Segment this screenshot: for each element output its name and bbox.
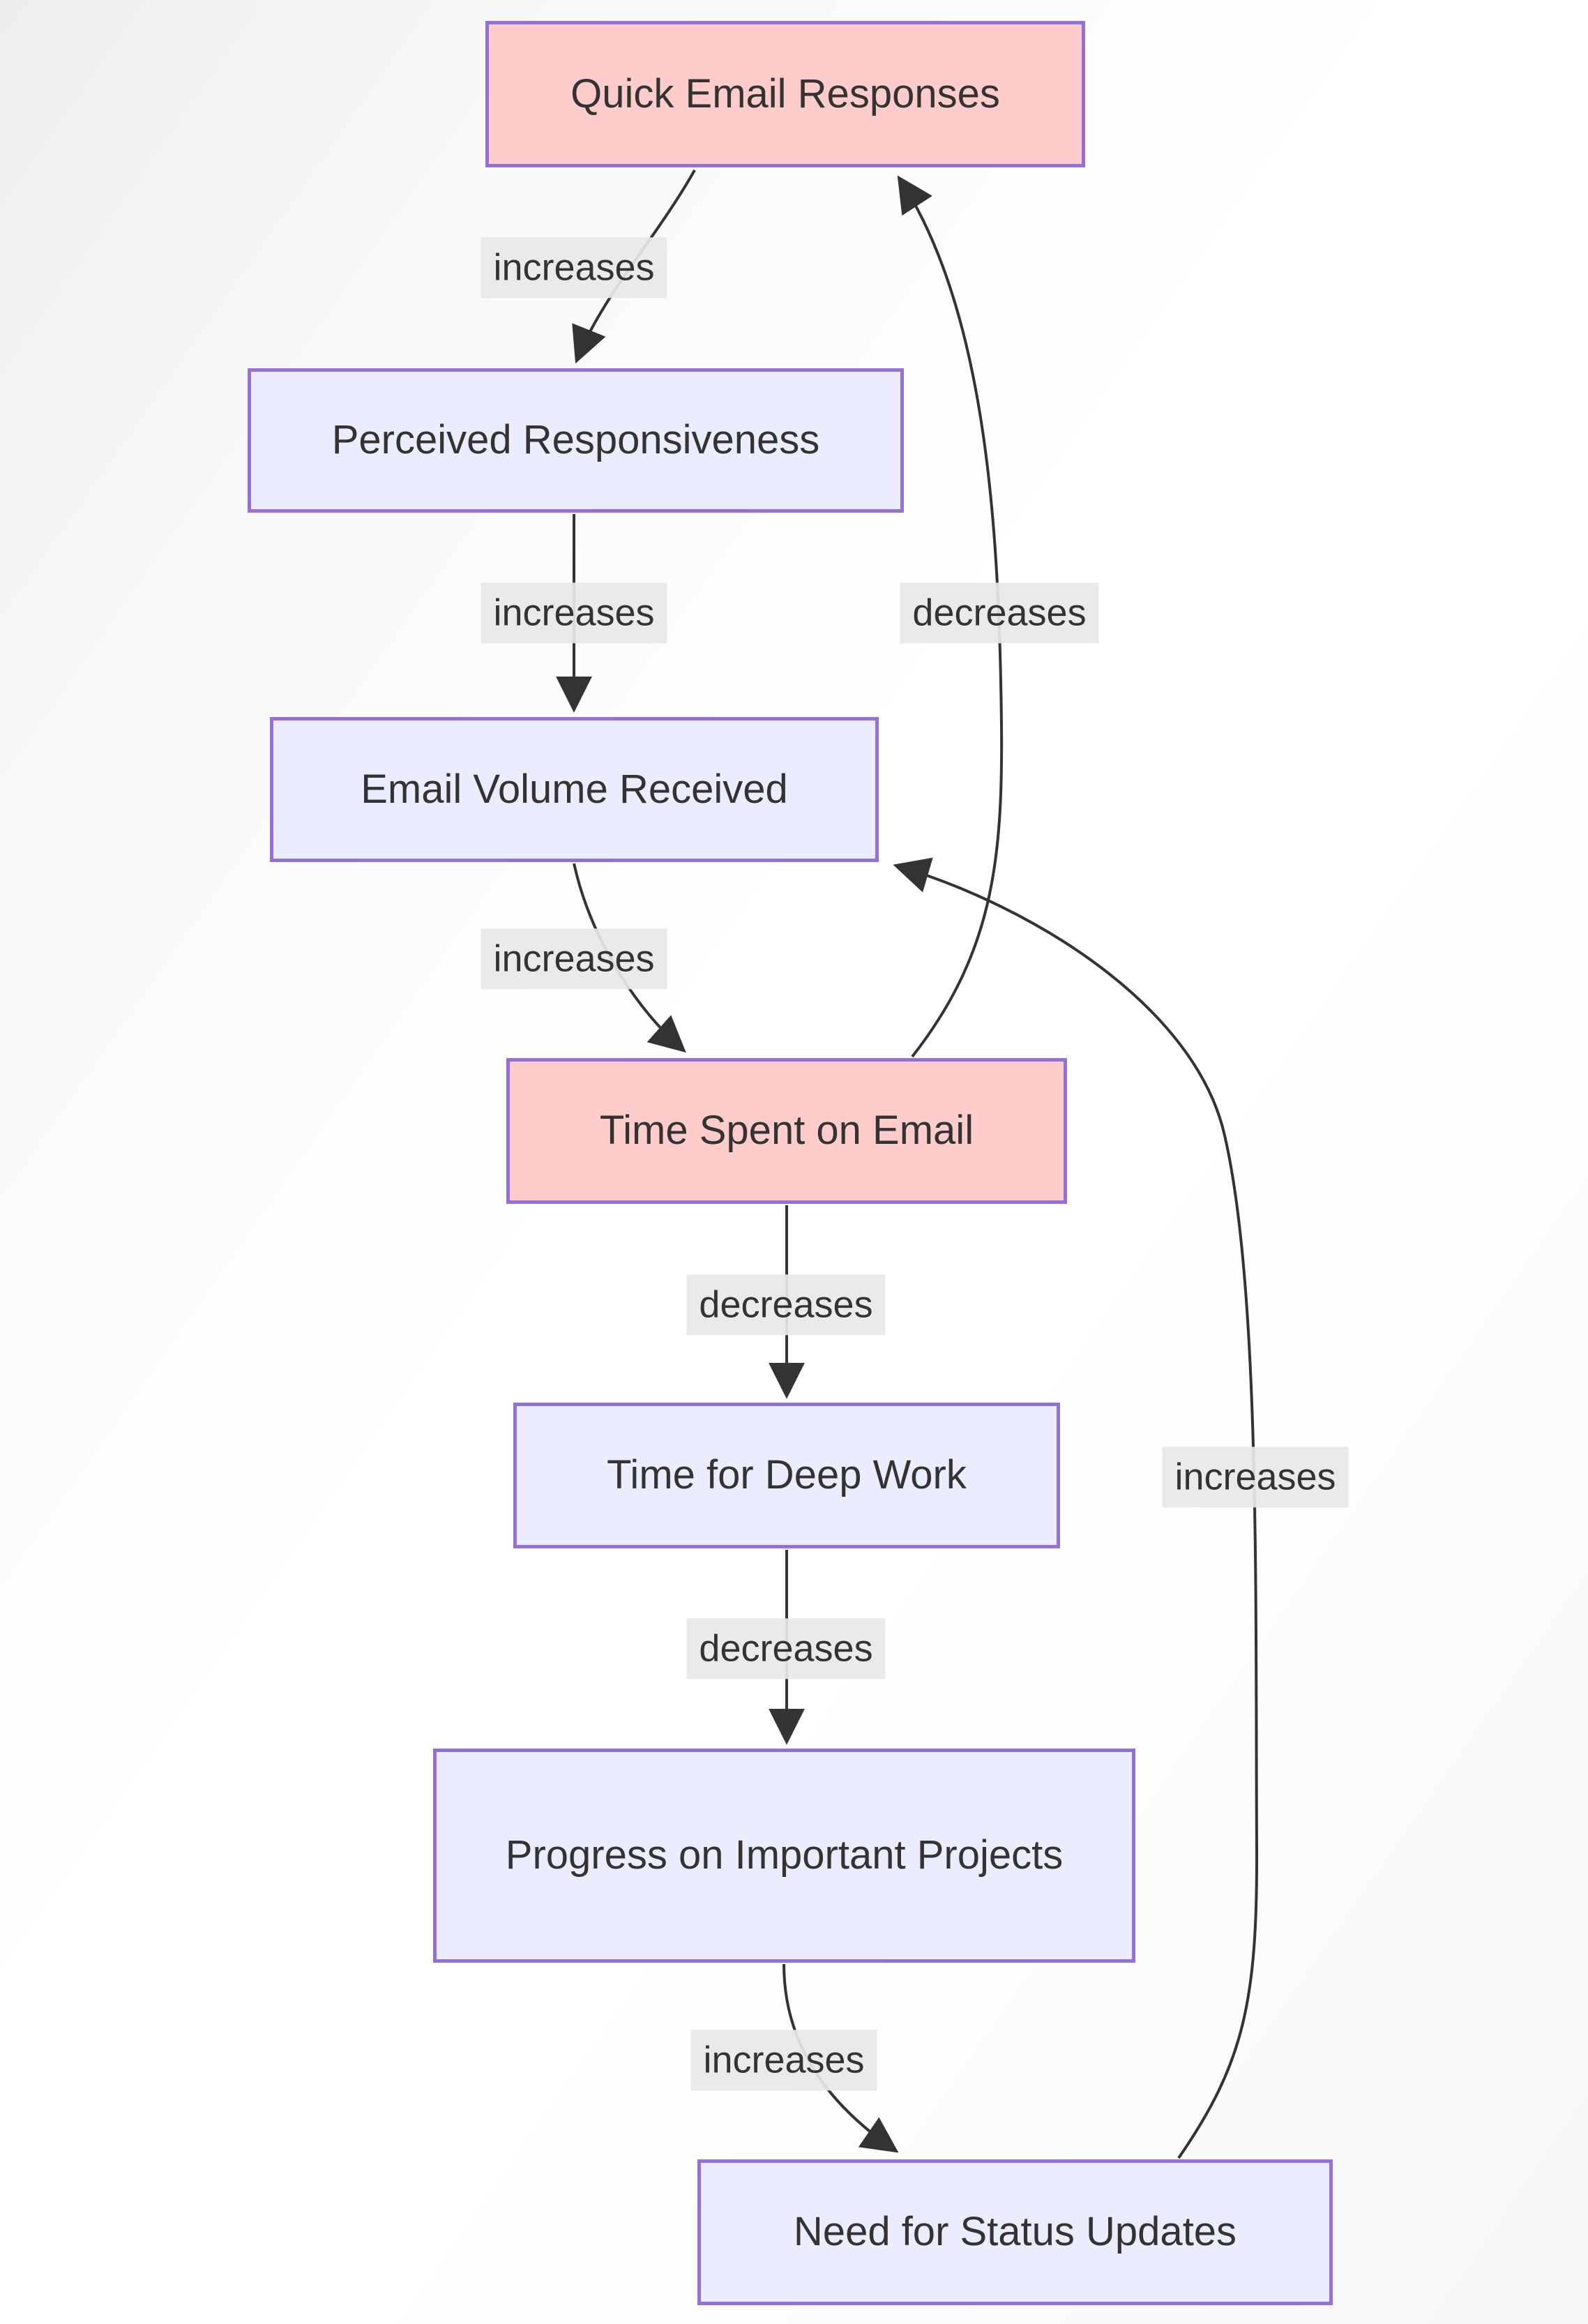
edge-timespent-to-quick-path [897, 175, 1004, 1058]
node-progress-on-important-projects: Progress on Important Projects [433, 1749, 1135, 1963]
node-email-volume-received: Email Volume Received [270, 717, 879, 862]
node-label: Time Spent on Email [599, 1108, 974, 1154]
edge-status-to-volume-path [893, 857, 1259, 2159]
node-label: Quick Email Responses [570, 70, 1000, 116]
node-label: Need for Status Updates [793, 2209, 1237, 2255]
edge-label-timespent-to-deepwork: decreases [686, 1274, 886, 1336]
node-label: Perceived Responsiveness [331, 417, 820, 463]
node-quick-email-responses: Quick Email Responses [485, 21, 1085, 167]
node-time-spent-on-email: Time Spent on Email [506, 1058, 1067, 1204]
edge-label-volume-to-timespent: increases [481, 928, 667, 990]
edge-label-progress-to-status: increases [690, 2030, 877, 2091]
node-time-for-deep-work: Time for Deep Work [513, 1403, 1060, 1548]
edge-label-timespent-to-quick: decreases [900, 582, 1099, 644]
node-label: Progress on Important Projects [505, 1832, 1064, 1878]
edge-label-status-to-volume: increases [1162, 1447, 1349, 1508]
edge-label-quick-to-perceived: increases [481, 237, 667, 299]
node-label: Email Volume Received [361, 766, 788, 812]
node-label: Time for Deep Work [607, 1452, 967, 1498]
edge-label-perceived-to-volume: increases [481, 582, 667, 644]
node-need-for-status-updates: Need for Status Updates [697, 2159, 1333, 2305]
node-perceived-responsiveness: Perceived Responsiveness [248, 368, 904, 513]
edge-label-deepwork-to-progress: decreases [686, 1618, 886, 1680]
